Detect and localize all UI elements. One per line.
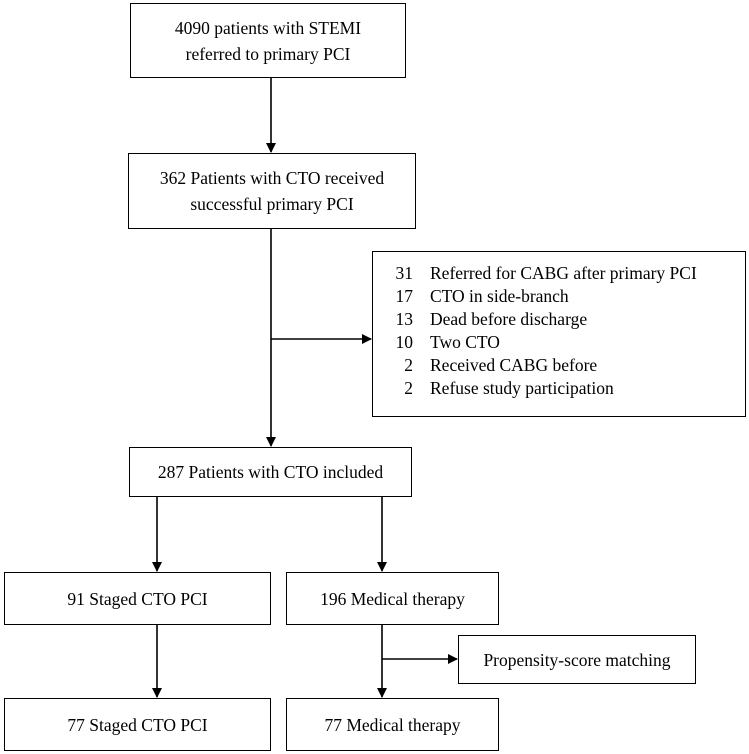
- exclusion-label: Refuse study participation: [430, 378, 614, 398]
- exclusion-count: 13: [395, 309, 414, 329]
- exclusion-row: 17 CTO in side-branch: [373, 285, 745, 308]
- exclusion-row: 13 Dead before discharge: [373, 308, 745, 331]
- node-staged-cto-pci-matched: 77 Staged CTO PCI: [4, 698, 271, 751]
- exclusion-count: 17: [395, 286, 414, 306]
- exclusion-row: 2 Refuse study participation: [373, 377, 745, 400]
- exclusion-count: 31: [395, 263, 414, 283]
- node-medical-therapy: 196 Medical therapy: [286, 572, 499, 625]
- exclusion-label: Dead before discharge: [430, 309, 588, 329]
- node-propensity-matching-label: Propensity-score matching: [483, 649, 671, 670]
- exclusion-count: 10: [395, 332, 414, 352]
- node-referred-label: 4090 patients with STEMI referred to pri…: [174, 17, 362, 64]
- node-staged-cto-pci-label: 91 Staged CTO PCI: [67, 588, 208, 609]
- exclusion-row: 10 Two CTO: [373, 331, 745, 354]
- node-cto-success-label: 362 Patients with CTO received successfu…: [159, 168, 385, 214]
- exclusion-label: Two CTO: [430, 332, 500, 352]
- node-medical-therapy-matched-label: 77 Medical therapy: [324, 714, 461, 735]
- exclusion-label: Referred for CABG after primary PCI: [430, 263, 697, 283]
- node-staged-cto-pci: 91 Staged CTO PCI: [4, 572, 271, 625]
- node-included: 287 Patients with CTO included: [129, 447, 412, 497]
- node-cto-success: 362 Patients with CTO received successfu…: [128, 153, 416, 229]
- node-medical-therapy-matched: 77 Medical therapy: [286, 698, 499, 751]
- exclusion-label: CTO in side-branch: [430, 286, 569, 306]
- node-medical-therapy-label: 196 Medical therapy: [320, 588, 465, 609]
- node-propensity-matching: Propensity-score matching: [458, 635, 696, 684]
- node-included-label: 287 Patients with CTO included: [157, 462, 384, 482]
- node-exclusions: 31 Referred for CABG after primary PCI 1…: [372, 251, 746, 417]
- exclusion-label: Received CABG before: [430, 355, 598, 375]
- node-referred: 4090 patients with STEMI referred to pri…: [130, 3, 406, 78]
- exclusion-row: 31 Referred for CABG after primary PCI: [373, 262, 745, 285]
- exclusion-count: 2: [404, 378, 413, 398]
- node-staged-cto-pci-matched-label: 77 Staged CTO PCI: [67, 714, 208, 735]
- exclusion-count: 2: [404, 355, 413, 375]
- exclusion-row: 2 Received CABG before: [373, 354, 745, 377]
